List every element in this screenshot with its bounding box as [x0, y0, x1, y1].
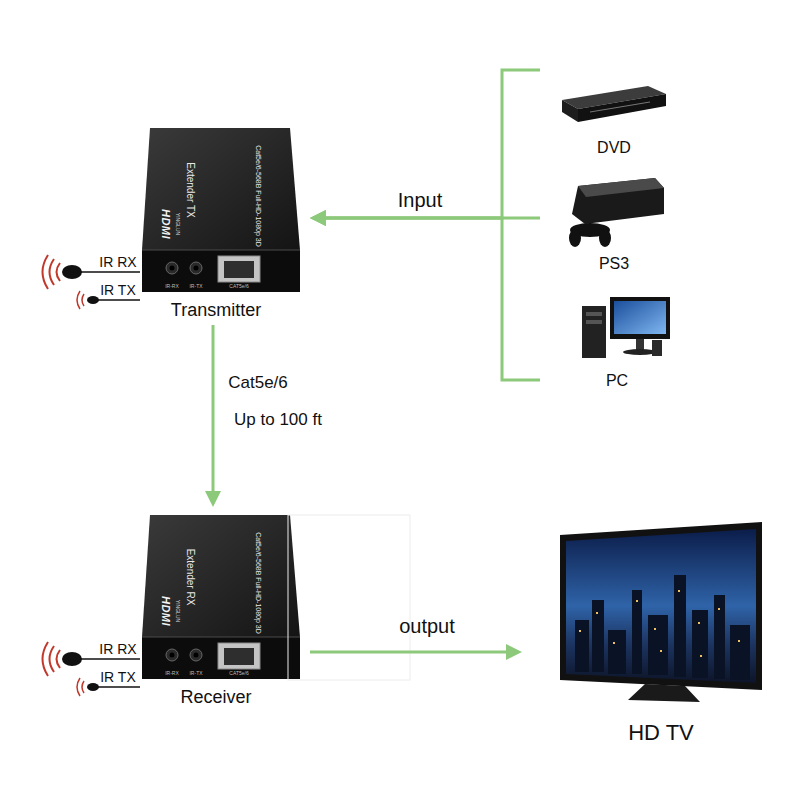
port-label: IR-TX [189, 284, 202, 290]
brand-logo: HDMI [160, 209, 172, 239]
light [738, 640, 740, 642]
building [648, 615, 668, 675]
edge-label: Cat5e/6 [228, 373, 288, 393]
port-label: CAT5e/6 [229, 284, 248, 290]
tv-stand [628, 684, 700, 702]
building [575, 620, 589, 672]
device-name: PS3 [599, 255, 629, 273]
transmitter-box: Transmitter HDMIYINGLUN Extender TX Cat5e/6… [140, 120, 310, 325]
arrow-head [310, 210, 326, 226]
ir-label: IR RX [99, 641, 136, 657]
light [636, 600, 638, 602]
ir-label: IR TX [100, 282, 136, 298]
arrow-head [205, 491, 221, 507]
brand-logo: HDMI [160, 596, 172, 626]
pc-screen [614, 301, 666, 334]
device-name: Receiver [180, 688, 251, 708]
pc-tower [582, 306, 606, 358]
arrow-head [310, 210, 326, 226]
ir-cables [43, 255, 141, 309]
pc-drive [586, 320, 602, 324]
light [700, 655, 702, 657]
building [608, 630, 626, 674]
tv-frame [560, 522, 762, 690]
brand-name: YINGLUN [174, 213, 180, 235]
arrow-line [212, 325, 215, 493]
brand-name: YINGLUN [174, 600, 180, 622]
arrow-line [324, 218, 540, 380]
arrow-line [310, 651, 508, 654]
light [596, 612, 598, 614]
dvd-front [578, 94, 666, 122]
edge-label: output [399, 615, 455, 638]
source-device: PS3 [540, 172, 670, 277]
ir-label: IR RX [99, 254, 136, 270]
receiver-box: Receiver HDMIYINGLUN Extender RX Cat5e/6-56… [140, 507, 310, 712]
light [654, 628, 656, 630]
ir-label: IR TX [100, 669, 136, 685]
faint-frame [288, 515, 410, 680]
building [730, 625, 750, 680]
port-label: IR-RX [165, 284, 179, 290]
arrow-line [324, 70, 540, 218]
edge-label: Input [398, 189, 442, 212]
distance-label: Up to 100 ft [234, 410, 322, 430]
light [613, 642, 615, 644]
model-label: Extender RX [185, 549, 196, 606]
signal-arrow [310, 644, 522, 660]
device-name: DVD [597, 139, 631, 157]
ps3-body [572, 178, 664, 224]
spec-label: Cat5e/6-568B Full-HD-1080p 3D [254, 145, 262, 247]
light [718, 608, 720, 610]
arrow-head [310, 210, 326, 226]
pc-monitor [610, 297, 670, 339]
building [632, 590, 642, 674]
signal-arrow [310, 210, 540, 226]
ps3-top [578, 178, 664, 197]
pc-base [623, 349, 657, 355]
port-label: IR-RX [165, 671, 179, 677]
building [692, 610, 708, 678]
signal-arrow [205, 325, 221, 507]
signal-arrow [310, 70, 540, 226]
arrow-head [506, 644, 522, 660]
receiver-device [142, 515, 300, 679]
transmitter-device [142, 128, 300, 292]
pc-drive [586, 312, 602, 316]
building [674, 575, 686, 677]
controller-grip [569, 229, 581, 247]
spec-label: Cat5e/6-568B Full-HD-1080p 3D [254, 532, 262, 634]
model-label: Extender TX [185, 162, 196, 217]
dvd-side [562, 100, 578, 122]
light [660, 650, 662, 652]
light [678, 590, 680, 592]
pc-stand [636, 339, 644, 350]
source-device: PC [540, 292, 670, 392]
light [579, 630, 581, 632]
port-label: IR-TX [189, 671, 202, 677]
device-name: HD TV [628, 721, 694, 745]
port-label: CAT5e/6 [229, 671, 248, 677]
display-device: HD TV [522, 520, 772, 750]
device-name: PC [606, 372, 628, 390]
building [714, 595, 725, 679]
pc-speaker [652, 340, 662, 356]
city-skyline [575, 575, 750, 680]
light [698, 622, 700, 624]
city-lights [579, 590, 740, 657]
building [592, 600, 604, 672]
controller-grip [599, 229, 611, 247]
tv-screen [566, 529, 756, 683]
source-device: DVD [540, 62, 670, 162]
arrow-line [324, 217, 540, 220]
ir-cables [43, 642, 141, 696]
signal-arrow [310, 210, 540, 380]
dvd-slot [590, 102, 650, 112]
device-name: Transmitter [171, 301, 261, 321]
